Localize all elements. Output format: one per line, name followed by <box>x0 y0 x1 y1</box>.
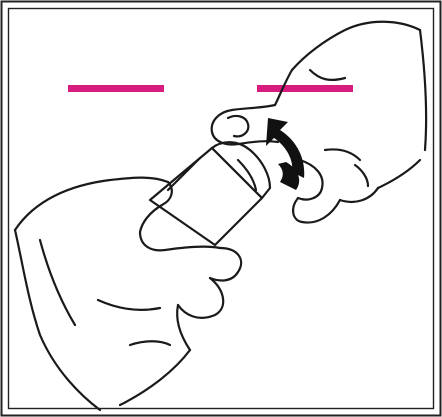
left-line-marker <box>68 85 164 92</box>
rotate-arrow-icon <box>266 118 304 190</box>
right-line-marker <box>257 85 353 92</box>
